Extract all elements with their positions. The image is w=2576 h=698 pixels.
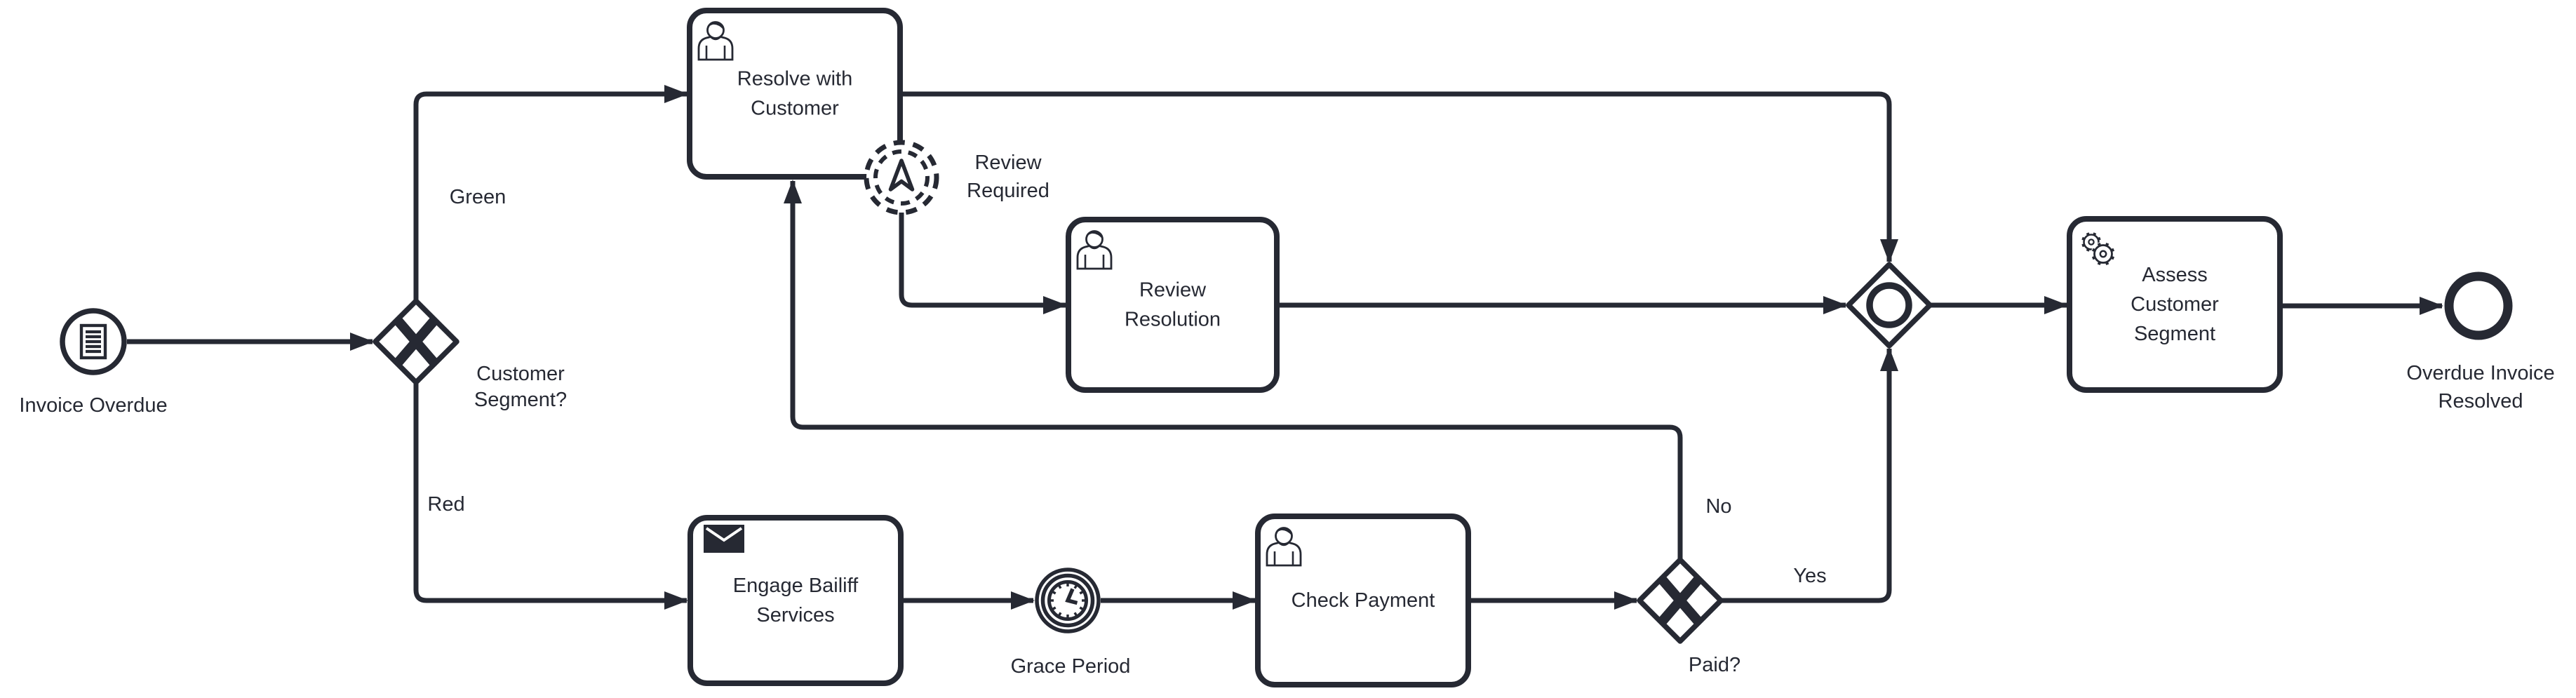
- gateway-merge[interactable]: [1846, 262, 1933, 349]
- user-icon: [1266, 527, 1302, 567]
- user-icon: [697, 21, 734, 61]
- task-engage-bailiff-services-label: Engage Bailiff: [733, 575, 859, 597]
- start-event-invoice-overdue-label: Invoice Overdue: [19, 394, 167, 417]
- gear-icon: [2081, 232, 2116, 267]
- flow-green[interactable]: [413, 85, 688, 301]
- x-marker-icon: [394, 318, 438, 365]
- user-icon: [1076, 230, 1113, 270]
- flow-yes[interactable]: [1721, 347, 1898, 603]
- flow-red[interactable]: [413, 382, 688, 610]
- flow-no-label: No: [1705, 495, 1731, 518]
- flow-resolve-to-merge[interactable]: [900, 91, 1898, 263]
- task-resolve-with-customer-label: Customer: [751, 98, 839, 120]
- flow-no[interactable]: [784, 180, 1683, 560]
- flow-yes-label: Yes: [1793, 565, 1826, 587]
- task-assess-customer-segment-label: Assess: [2142, 264, 2207, 286]
- gateway-paid[interactable]: Paid?: [1637, 557, 1740, 676]
- task-engage-bailiff-services-label: Services: [756, 604, 834, 626]
- task-assess-customer-segment-label: Segment: [2134, 323, 2215, 345]
- envelope-icon: [704, 525, 744, 553]
- boundary-event-review-required-label: Required: [967, 180, 1049, 202]
- task-check-payment[interactable]: Check Payment: [1255, 514, 1471, 687]
- task-review-resolution-label: Resolution: [1125, 309, 1221, 331]
- task-assess-customer-segment-label: Customer: [2131, 293, 2219, 316]
- task-review-resolution-label: Review: [1139, 279, 1207, 302]
- flow-green-label: Green: [450, 186, 507, 208]
- timer-event-grace-period-label: Grace Period: [1011, 655, 1131, 678]
- end-event-overdue-invoice-resolved-label: Resolved: [2439, 390, 2523, 412]
- circle-marker-icon: [1866, 282, 1912, 328]
- document-icon: [79, 323, 107, 360]
- gateway-customer-segment-label: Segment?: [474, 389, 567, 411]
- gateway-paid-label: Paid?: [1689, 654, 1740, 676]
- x-marker-icon: [1658, 577, 1702, 624]
- gateway-customer-segment-label: Customer: [476, 363, 565, 385]
- start-event-invoice-overdue[interactable]: Invoice Overdue: [19, 308, 168, 417]
- flow-review-required[interactable]: [899, 213, 1067, 314]
- boundary-event-review-required-label: Review: [974, 152, 1042, 174]
- task-check-payment-label: Check Payment: [1292, 589, 1435, 612]
- timer-event-grace-period[interactable]: Grace Period: [1011, 568, 1131, 678]
- escalation-icon: [888, 159, 915, 192]
- task-resolve-with-customer-label: Resolve with: [737, 68, 852, 90]
- end-event-overdue-invoice-resolved-label: Overdue Invoice: [2406, 362, 2554, 384]
- flow-red-label: Red: [427, 493, 464, 516]
- clock-icon: [1047, 580, 1088, 621]
